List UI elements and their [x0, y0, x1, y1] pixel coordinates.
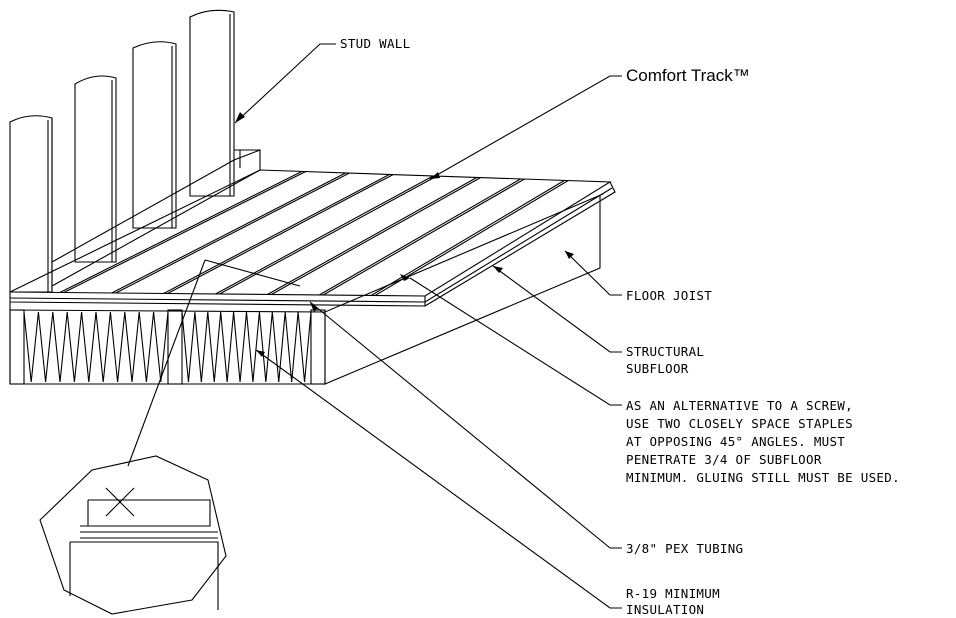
staple-note-line1: AS AN ALTERNATIVE TO A SCREW, [626, 398, 853, 413]
tubing-groove [163, 174, 390, 294]
insulation-line2: INSULATION [626, 602, 704, 617]
leader-lines [127, 43, 622, 609]
tubing-groove [374, 180, 569, 296]
insulation-zigzag [181, 311, 312, 383]
tubing-groove [215, 175, 434, 295]
tubing-groove [318, 178, 521, 296]
structural-subfloor-line2: SUBFLOOR [626, 361, 689, 376]
structural-subfloor-line1: STRUCTURAL [626, 344, 704, 359]
tubing-groove [267, 177, 478, 295]
tubing-groove [63, 171, 306, 293]
subfloor-and-joist [9, 193, 604, 385]
floor-joist-label: FLOOR JOIST [626, 288, 712, 303]
pex-tubing-label: 3/8" PEX TUBING [626, 541, 743, 556]
tubing-groove [115, 172, 350, 294]
detail-callout [39, 455, 227, 615]
insulation-line1: R-19 MINIMUM [626, 586, 720, 601]
tubing-groove [111, 172, 346, 294]
tubing-groove [322, 178, 525, 296]
stud-wall [9, 9, 261, 293]
tubing-groove [370, 180, 565, 296]
staple-note-line5: MINIMUM. GLUING STILL MUST BE USED. [626, 470, 900, 485]
stud-wall-label: STUD WALL [340, 36, 410, 51]
tubing-groove [167, 174, 394, 294]
tubing-groove [271, 177, 482, 295]
comfort-track-label: Comfort Track™ [626, 66, 750, 85]
staple-note-line2: USE TWO CLOSELY SPACE STAPLES [626, 416, 853, 431]
staple-note-line3: AT OPPOSING 45° ANGLES. MUST [626, 434, 845, 449]
tubing-groove [59, 171, 302, 293]
staple-note-line4: PENETRATE 3/4 OF SUBFLOOR [626, 452, 822, 467]
insulation-batt [23, 311, 312, 383]
insulation-zigzag [23, 311, 169, 383]
comfort-track-panels [9, 169, 616, 307]
